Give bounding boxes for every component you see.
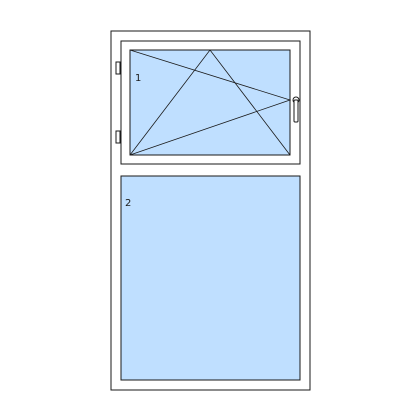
hinge-top-icon [115, 61, 121, 75]
pane-1-label: 1 [135, 73, 141, 84]
window-handle-icon [292, 96, 300, 123]
tilt-opening-lines [129, 49, 291, 156]
hinge-bottom-icon [115, 130, 121, 144]
glass-pane-2 [120, 175, 301, 381]
turn-opening-lines [129, 49, 292, 156]
glass-pane-1 [129, 49, 291, 156]
pane-2-label: 2 [125, 198, 131, 209]
